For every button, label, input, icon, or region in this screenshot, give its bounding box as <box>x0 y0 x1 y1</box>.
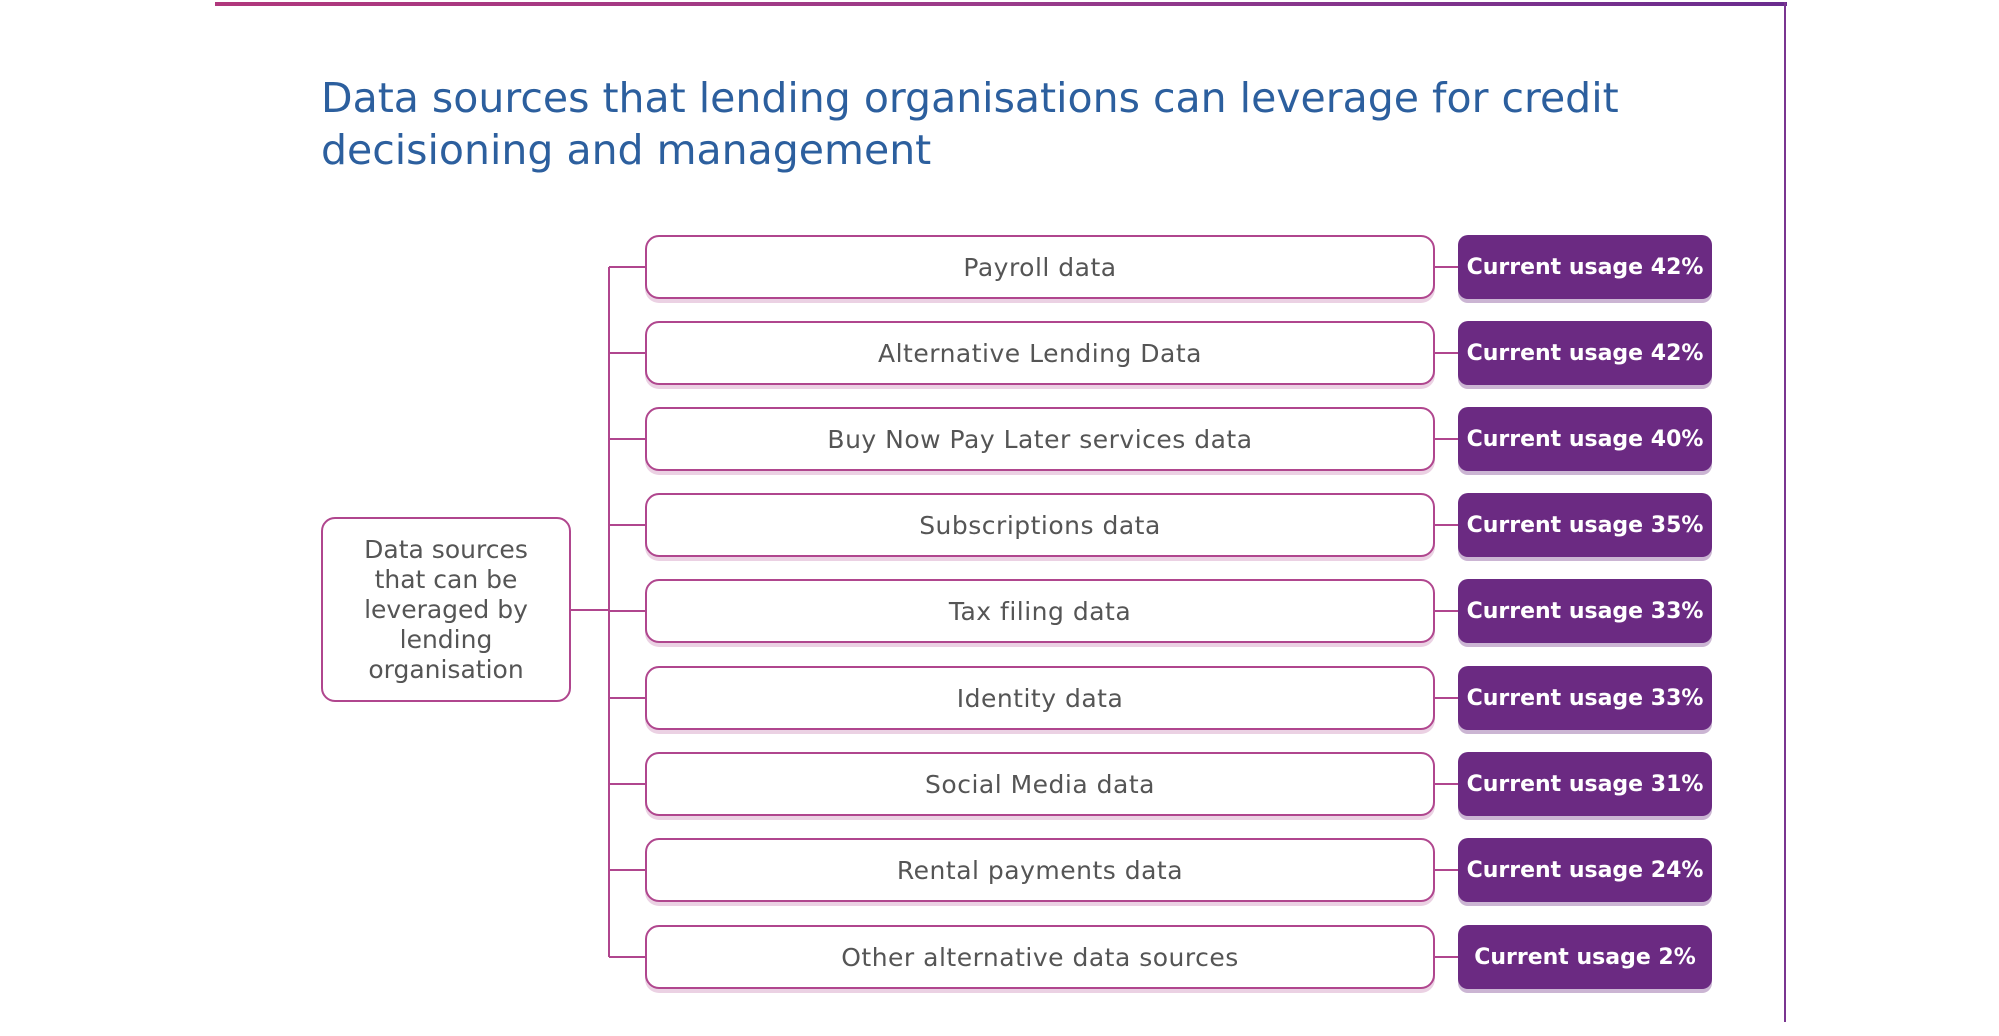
data-source-node-other: Other alternative data sources <box>645 925 1435 989</box>
data-source-node-social-media: Social Media data <box>645 752 1435 816</box>
data-source-node-identity: Identity data <box>645 666 1435 730</box>
top-rule <box>215 2 1787 6</box>
right-rule <box>1784 2 1786 1022</box>
data-source-node-payroll: Payroll data <box>645 235 1435 299</box>
usage-badge: Current usage 42% <box>1458 321 1712 385</box>
usage-badge: Current usage 35% <box>1458 493 1712 557</box>
data-source-node-rental-payments: Rental payments data <box>645 838 1435 902</box>
root-node: Data sources that can be leveraged by le… <box>321 517 571 702</box>
data-source-node-alternative-lending: Alternative Lending Data <box>645 321 1435 385</box>
usage-badge: Current usage 33% <box>1458 579 1712 643</box>
page-title: Data sources that lending organisations … <box>321 74 1619 174</box>
data-source-node-bnpl: Buy Now Pay Later services data <box>645 407 1435 471</box>
usage-badge: Current usage 33% <box>1458 666 1712 730</box>
usage-badge: Current usage 31% <box>1458 752 1712 816</box>
usage-badge: Current usage 40% <box>1458 407 1712 471</box>
usage-badge: Current usage 42% <box>1458 235 1712 299</box>
usage-badge: Current usage 24% <box>1458 838 1712 902</box>
usage-badge: Current usage 2% <box>1458 925 1712 989</box>
data-source-node-subscriptions: Subscriptions data <box>645 493 1435 557</box>
data-source-node-tax-filing: Tax filing data <box>645 579 1435 643</box>
